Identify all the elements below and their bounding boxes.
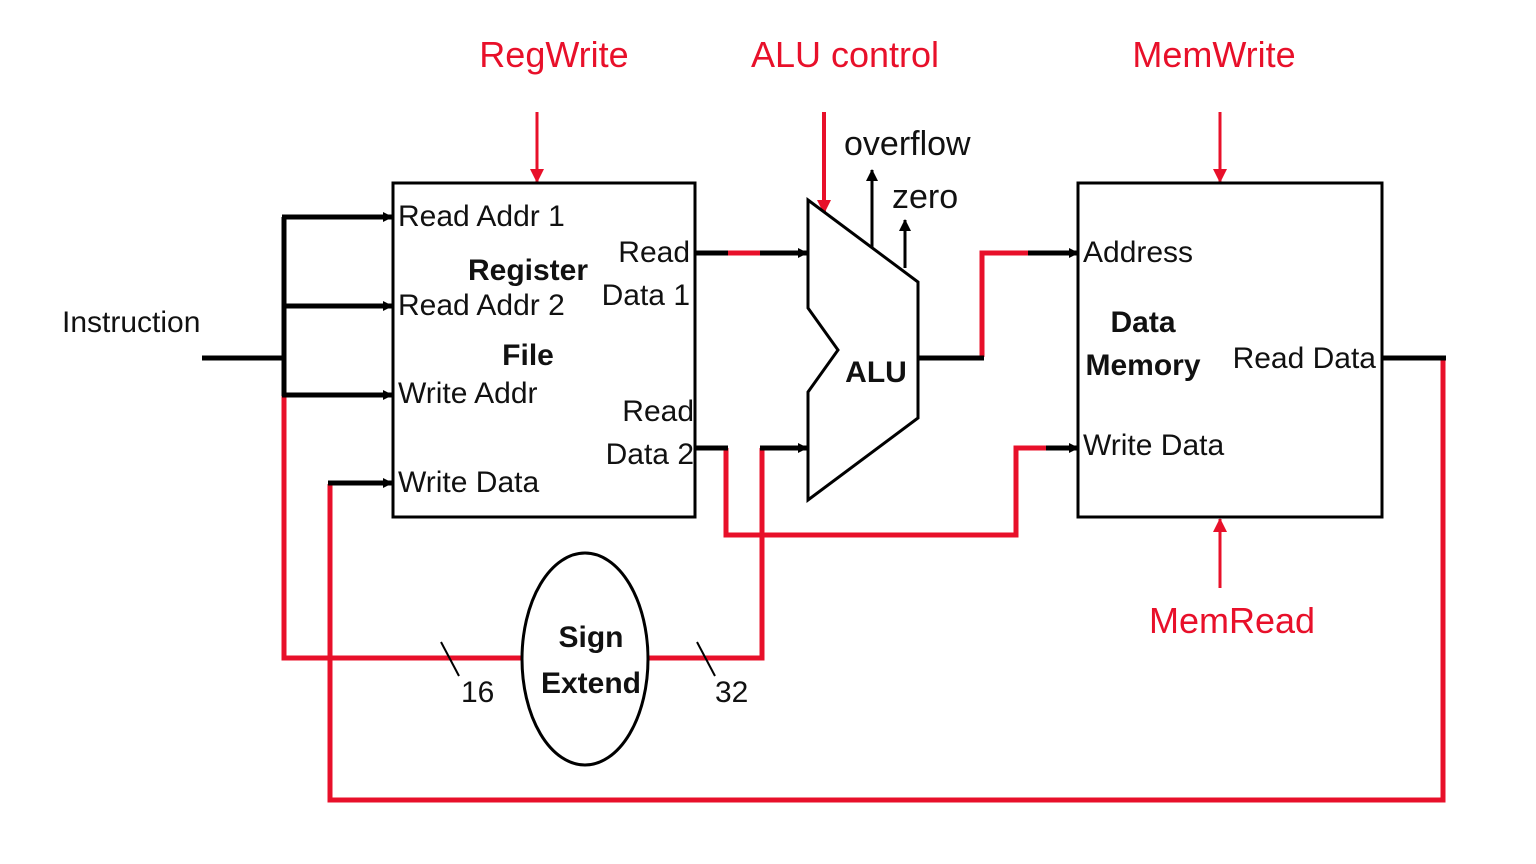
alu-control-label: ALU control <box>751 34 939 75</box>
sign-extend-block <box>520 551 650 767</box>
overflow-label: overflow <box>844 125 971 163</box>
black-wires <box>202 169 1446 488</box>
read-data2-label-2: Data 2 <box>606 438 694 471</box>
read-addr1-label: Read Addr 1 <box>398 200 565 233</box>
data-memory-title-2: Memory <box>1085 349 1200 382</box>
bus-width-16: 16 <box>461 676 494 709</box>
bus-width-32: 32 <box>715 676 748 709</box>
write-addr-label: Write Addr <box>398 377 538 410</box>
write-data-label: Write Data <box>398 466 539 499</box>
register-file-block <box>391 181 697 519</box>
read-data2-label-1: Read <box>622 395 694 428</box>
regwrite-label: RegWrite <box>479 34 628 75</box>
bus-slash-32 <box>696 641 716 677</box>
alu-block <box>806 197 920 503</box>
read-data1-label-2: Data 1 <box>602 279 690 312</box>
wire-alu-to-address <box>979 250 1030 357</box>
read-addr2-label: Read Addr 2 <box>398 289 565 322</box>
register-file-title-1: Register <box>468 254 588 287</box>
register-file-title-2: File <box>502 339 554 372</box>
address-label: Address <box>1083 236 1193 269</box>
control-arrows <box>530 112 1227 588</box>
mem-write-data-label: Write Data <box>1083 429 1224 462</box>
wire-instr-to-signext <box>281 396 522 661</box>
data-memory-title-1: Data <box>1110 306 1175 339</box>
memwrite-label: MemWrite <box>1132 34 1295 75</box>
sign-extend-label-2: Extend <box>541 667 641 700</box>
mem-read-data-label: Read Data <box>1233 342 1377 375</box>
instruction-label: Instruction <box>62 306 200 339</box>
wire-rd2-to-memwrite <box>723 445 1048 538</box>
wire-writeback-loop <box>327 358 1446 803</box>
alu-label: ALU <box>845 356 907 389</box>
wire-signext-to-alu <box>648 448 765 661</box>
zero-label: zero <box>892 178 958 216</box>
memread-label: MemRead <box>1149 600 1315 641</box>
read-data1-label-1: Read <box>618 236 690 269</box>
sign-extend-label-1: Sign <box>559 621 624 654</box>
bus-slash-16 <box>440 641 460 677</box>
red-wires <box>281 250 1446 803</box>
data-memory-block <box>1076 181 1384 519</box>
